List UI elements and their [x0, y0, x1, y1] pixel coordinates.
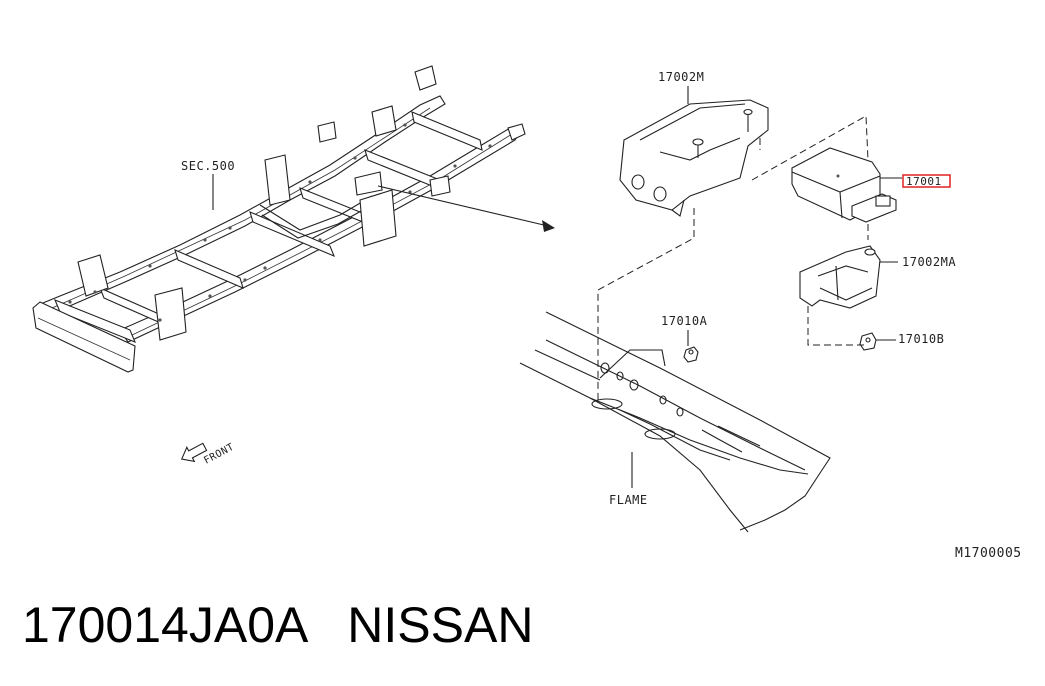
chassis-frame-drawing	[32, 65, 526, 373]
flame-label: FLAME	[609, 493, 648, 507]
label-17010a: 17010A	[661, 314, 708, 328]
assembly-dashed-lines	[597, 115, 869, 400]
label-17010b: 17010B	[898, 332, 944, 346]
label-17002m: 17002M	[658, 70, 704, 84]
nut-17010b-drawing	[859, 332, 896, 351]
nut-17010a-drawing	[683, 330, 699, 363]
diagram-reference-code: M1700005	[955, 546, 1022, 561]
label-17002ma: 17002MA	[902, 255, 956, 269]
module-17001-drawing	[791, 147, 902, 223]
front-arrow-icon	[180, 442, 208, 463]
bracket-17002m-drawing	[619, 86, 769, 217]
brand-name: NISSAN	[347, 597, 534, 653]
part-caption: 170014JA0A NISSAN	[22, 596, 533, 654]
bracket-17002ma-drawing	[799, 245, 898, 309]
detail-arrow	[377, 185, 555, 232]
label-17001[interactable]: 17001	[906, 175, 942, 188]
part-number: 170014JA0A	[22, 597, 306, 653]
highlight-box-17001	[902, 174, 951, 188]
sec-500-label: SEC.500	[181, 159, 235, 173]
frame-rail-drawing	[519, 311, 831, 533]
front-label: FRONT	[202, 442, 236, 467]
